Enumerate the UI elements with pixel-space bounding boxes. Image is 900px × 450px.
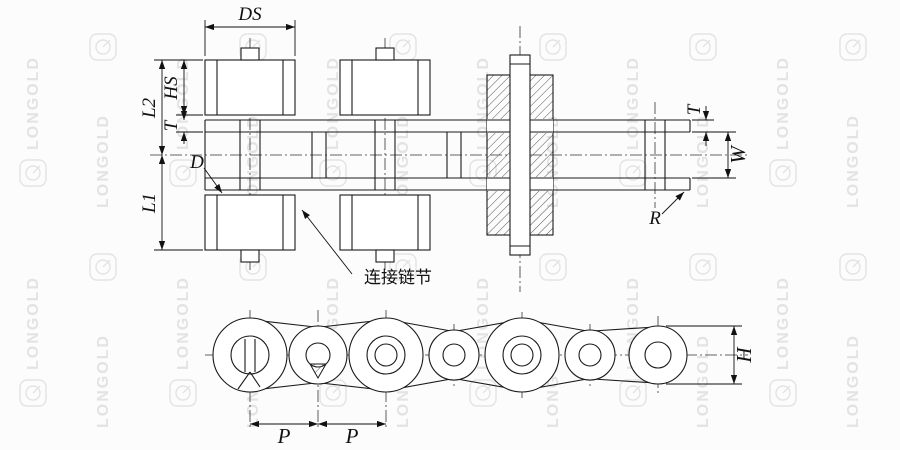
center-pin xyxy=(509,54,531,256)
rollers xyxy=(204,47,431,263)
dim-label-p1: P xyxy=(277,424,291,448)
dimension-p1: P xyxy=(250,420,318,448)
plan-rollers xyxy=(212,317,688,393)
dimension-h: H xyxy=(666,325,756,385)
dimension-p2: P xyxy=(318,420,386,448)
dimension-r: R xyxy=(648,191,685,229)
dim-label-t-right: T xyxy=(684,103,705,115)
dim-label-p2: P xyxy=(345,424,359,448)
dim-label-d: D xyxy=(189,152,204,173)
link-plates xyxy=(204,119,691,191)
dim-label-ds: DS xyxy=(237,4,262,25)
dimension-d: D xyxy=(189,152,223,194)
dimension-w: W xyxy=(692,131,750,179)
connecting-link-callout: 连接链节 xyxy=(301,209,432,287)
dimension-l2: L2 xyxy=(139,60,166,155)
dim-label-l2: L2 xyxy=(139,97,160,119)
dimension-ds: DS xyxy=(204,4,296,56)
dim-label-hs: HS xyxy=(161,76,182,101)
dim-label-h: H xyxy=(732,346,756,364)
plan-view: P P H xyxy=(205,310,756,448)
dim-label-t-left: T xyxy=(161,119,182,131)
connecting-link-label: 连接链节 xyxy=(364,268,432,287)
dim-label-w: W xyxy=(726,144,750,164)
side-view: DS HS T L2 L1 D xyxy=(139,4,750,292)
dimension-l1: L1 xyxy=(139,155,203,251)
dim-label-r: R xyxy=(648,208,661,229)
dimension-t-left: T xyxy=(161,108,203,144)
dim-label-l1: L1 xyxy=(139,193,160,214)
